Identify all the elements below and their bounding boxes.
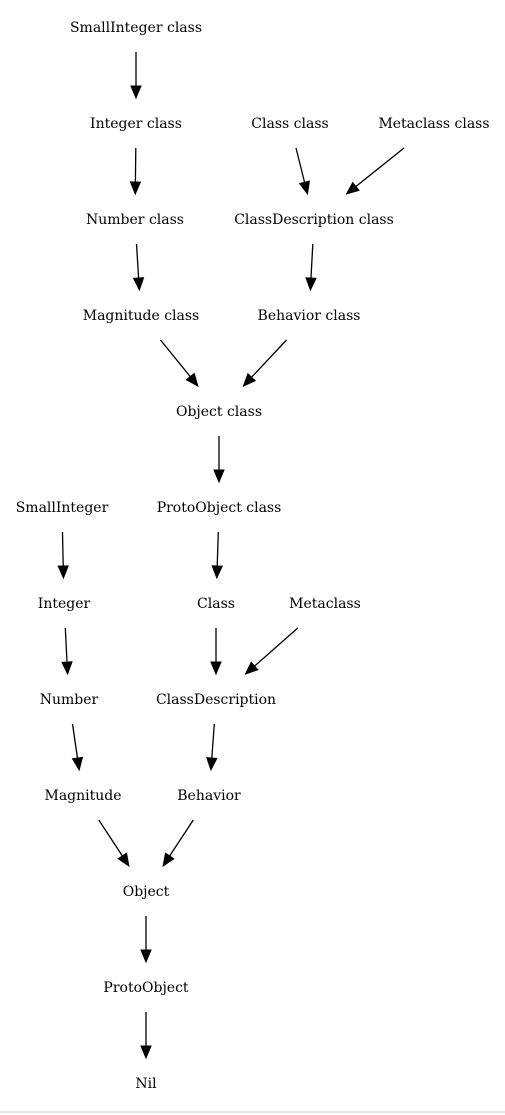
edge-integer-class-to-number-class xyxy=(129,147,142,196)
node-integer: Integer xyxy=(38,596,91,612)
arrowhead-icon xyxy=(129,181,142,196)
node-metaclass-class: Metaclass class xyxy=(378,116,489,132)
node-protoobject-class: ProtoObject class xyxy=(157,500,282,516)
edge-line xyxy=(135,243,140,279)
node-object: Object xyxy=(123,884,170,900)
arrowhead-icon xyxy=(244,661,259,675)
edge-line xyxy=(216,531,219,567)
edge-object-class-to-protoobject-class xyxy=(213,436,225,484)
arrowhead-icon xyxy=(162,852,175,868)
edge-class-class-to-classdescription-class xyxy=(295,147,311,196)
edges-layer xyxy=(57,52,405,1060)
edge-line xyxy=(159,339,191,378)
node-magnitude-class: Magnitude class xyxy=(83,308,200,324)
arrowhead-icon xyxy=(140,949,152,964)
node-integer-class: Integer class xyxy=(90,116,182,132)
node-smallinteger-class: SmallInteger class xyxy=(70,20,202,36)
arrowhead-icon xyxy=(117,852,130,868)
edge-line xyxy=(251,339,287,378)
node-number: Number xyxy=(40,692,99,708)
edge-magnitude-to-object xyxy=(98,819,130,868)
arrowhead-icon xyxy=(298,180,311,196)
edge-classdescription-to-behavior xyxy=(206,723,218,772)
edge-metaclass-class-to-classdescription-class xyxy=(345,147,405,195)
arrowhead-icon xyxy=(305,277,317,292)
node-class-class: Class class xyxy=(251,116,328,132)
arrowhead-icon xyxy=(206,757,218,772)
node-nil: Nil xyxy=(135,1076,157,1092)
edge-line xyxy=(355,147,405,188)
edge-smallinteger-to-integer xyxy=(57,531,69,580)
edge-line xyxy=(98,819,123,857)
edge-class-to-classdescription xyxy=(210,628,222,676)
arrowhead-icon xyxy=(71,756,84,772)
edge-line xyxy=(254,627,299,667)
node-protoobject: ProtoObject xyxy=(103,980,189,996)
edge-line xyxy=(295,147,306,183)
arrowhead-icon xyxy=(211,565,223,580)
edge-line xyxy=(64,627,68,663)
arrowhead-icon xyxy=(185,372,199,388)
arrowhead-icon xyxy=(210,661,222,676)
edge-object-to-protoobject xyxy=(140,916,152,964)
node-object-class: Object class xyxy=(176,404,262,420)
node-behavior: Behavior xyxy=(177,788,241,804)
node-magnitude: Magnitude xyxy=(44,788,121,804)
edge-line xyxy=(61,531,64,567)
arrowhead-icon xyxy=(213,469,225,484)
arrowhead-icon xyxy=(57,565,69,580)
arrowhead-icon xyxy=(140,1045,152,1060)
node-class: Class xyxy=(197,596,235,612)
arrowhead-icon xyxy=(242,372,257,387)
node-number-class: Number class xyxy=(86,212,184,228)
edge-number-class-to-magnitude-class xyxy=(132,243,145,292)
edge-magnitude-class-to-object-class xyxy=(159,339,199,388)
edge-classdescription-class-to-behavior-class xyxy=(305,243,317,292)
arrowhead-icon xyxy=(130,85,142,100)
edge-behavior-class-to-object-class xyxy=(242,339,287,387)
edge-protoobject-to-nil xyxy=(140,1012,152,1060)
edge-integer-to-number xyxy=(61,627,73,676)
edge-protoobject-class-to-class xyxy=(211,531,223,580)
arrowhead-icon xyxy=(61,661,73,676)
arrowhead-icon xyxy=(345,181,360,195)
edge-line xyxy=(211,723,215,759)
node-classdescription: ClassDescription xyxy=(156,692,276,708)
edge-metaclass-to-classdescription xyxy=(244,627,299,675)
edge-behavior-to-object xyxy=(162,819,194,868)
edge-line xyxy=(169,819,194,857)
node-smallinteger: SmallInteger xyxy=(16,500,109,516)
node-metaclass: Metaclass xyxy=(289,596,361,612)
edge-number-to-magnitude xyxy=(71,723,84,772)
node-behavior-class: Behavior class xyxy=(258,308,361,324)
edge-line xyxy=(71,723,79,759)
edge-line xyxy=(310,243,314,279)
node-classdescription-class: ClassDescription class xyxy=(234,212,394,228)
arrowhead-icon xyxy=(132,277,145,292)
edge-smallinteger-class-to-integer-class xyxy=(130,52,142,100)
